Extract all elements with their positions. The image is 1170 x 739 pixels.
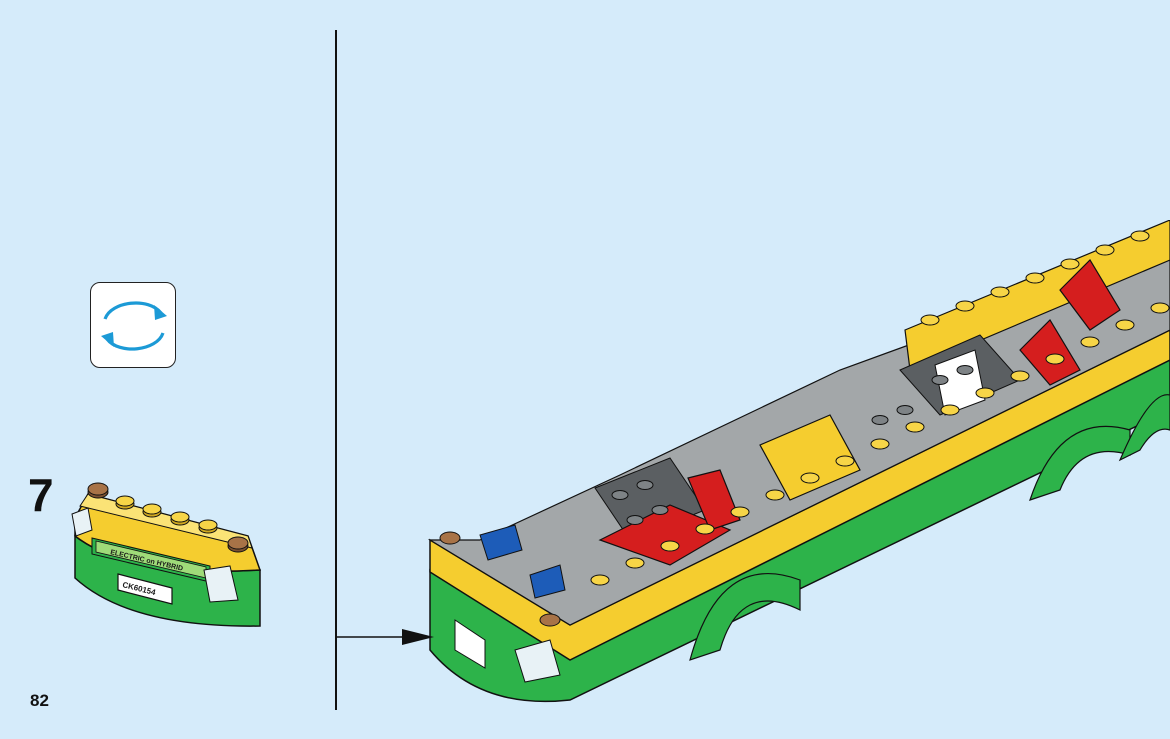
rotate-model-icon bbox=[101, 301, 167, 351]
placement-arrow bbox=[336, 629, 434, 645]
rail-studs bbox=[590, 230, 1170, 586]
bus-model-illustration bbox=[427, 220, 1170, 703]
electric-hybrid-sticker: ELECTRIC on HYBRID bbox=[91, 537, 211, 583]
step-number: 7 bbox=[28, 469, 54, 521]
license-plate: CK60154 bbox=[117, 573, 173, 605]
yellow-studs bbox=[115, 495, 218, 534]
rotate-model-box bbox=[90, 282, 176, 368]
sub-assembly-illustration: ELECTRIC on HYBRID CK60154 bbox=[71, 482, 262, 627]
deck-studs bbox=[611, 365, 974, 525]
corner-studs bbox=[87, 482, 249, 553]
page-number: 82 bbox=[30, 691, 49, 710]
panel-divider bbox=[335, 30, 337, 710]
